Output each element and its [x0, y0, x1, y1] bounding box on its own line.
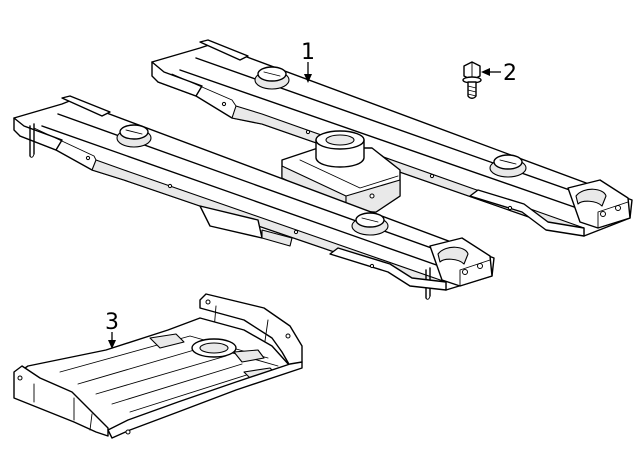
bolt: [462, 61, 482, 99]
hitch-rail-front: [13, 95, 495, 300]
callout-2: 2: [481, 61, 517, 86]
cover-plate: [13, 293, 303, 439]
callout-3: 3: [105, 310, 119, 349]
callout-1: 1: [301, 40, 315, 83]
callout-label-2: 2: [503, 61, 517, 86]
callout-label-1: 1: [301, 40, 315, 65]
callout-label-3: 3: [105, 310, 119, 335]
